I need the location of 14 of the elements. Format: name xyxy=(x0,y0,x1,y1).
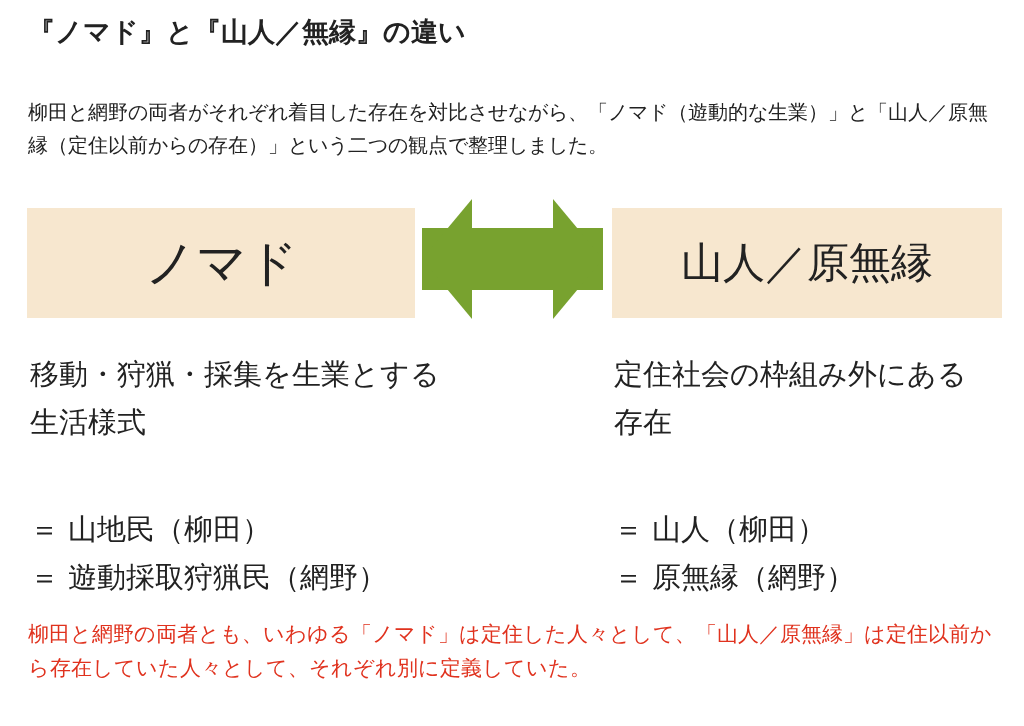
equivalence-text: ＝ 原無縁（網野） xyxy=(614,559,857,596)
description-text: 定住社会の枠組み外にある存在 xyxy=(614,356,968,441)
double-arrow xyxy=(422,199,603,319)
equivalence-text: ＝ 山人（柳田） xyxy=(614,511,828,548)
concept-box xyxy=(612,208,1002,318)
description-text: 移動・狩猟・採集を生業とする生活様式 xyxy=(30,356,441,441)
equivalence-text: ＝ 山地民（柳田） xyxy=(30,511,273,548)
box-title: ノマド xyxy=(144,232,298,294)
note-text: 柳田と網野の両者とも、いわゆる「ノマド」は定住した人々として、「山人／原無縁」は定住以前から存在していた人々として、それぞれ別に定義していた。 xyxy=(28,621,993,682)
concept-box xyxy=(27,208,415,318)
intro-text: 柳田と網野の両者がそれぞれ着目した存在を対比させながら、「ノマド（遊動的な生業）」と「山人／原無縁（定住以前からの存在）」という二つの観点で整理しました。 xyxy=(28,100,989,159)
title: 『ノマド』と『山人／無縁』の違い xyxy=(28,15,466,49)
box-title: 山人／原無縁 xyxy=(681,237,933,289)
equivalence-text: ＝ 遊動採取狩猟民（網野） xyxy=(30,559,389,596)
